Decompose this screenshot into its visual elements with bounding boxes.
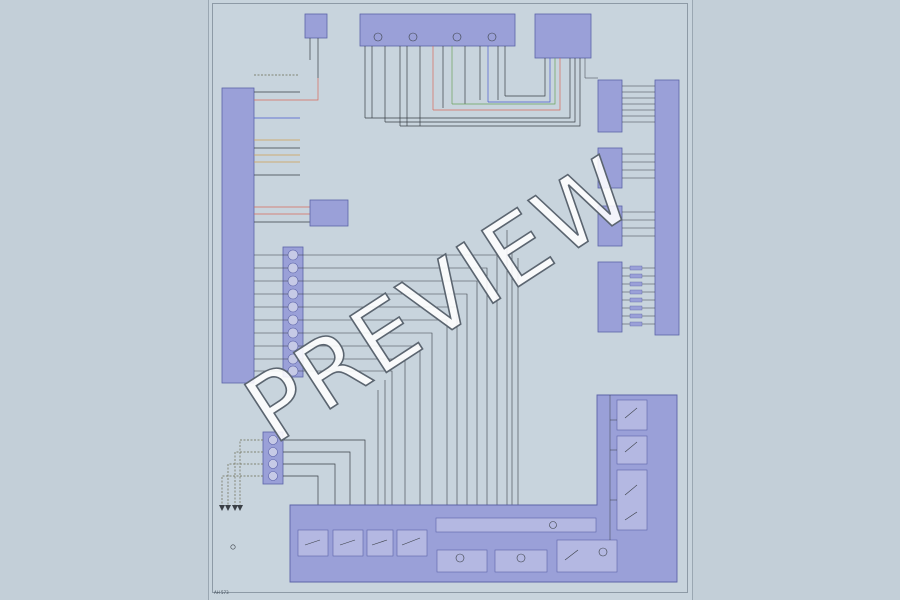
sheet-border [212,3,688,593]
page-number: AH 573 [214,590,229,595]
left-to-connector-wires [254,254,288,372]
ground-arrows [219,505,243,511]
top-right-harness [584,58,598,79]
switch-symbols [304,407,638,561]
center-connector-column [282,246,304,378]
right-wire-label-blocks [629,265,643,327]
right-connector-stack [597,79,623,333]
top-vertical-wires [364,46,581,127]
top-right-connector [534,13,592,59]
lower-left-wires [221,439,366,505]
suspension-control-unit [289,394,678,583]
fuse-block [304,13,328,78]
left-control-module [221,87,255,384]
stepped-wire-harness [298,230,519,505]
middle-small-module [309,199,349,227]
lower-left-connector [262,431,284,485]
lower-unit-bus [609,395,617,540]
left-module-wires [254,74,319,223]
terminal-indicator [230,544,236,550]
right-control-module [654,79,680,336]
upper-motor-group [359,13,516,47]
right-connector-wires [622,85,655,325]
